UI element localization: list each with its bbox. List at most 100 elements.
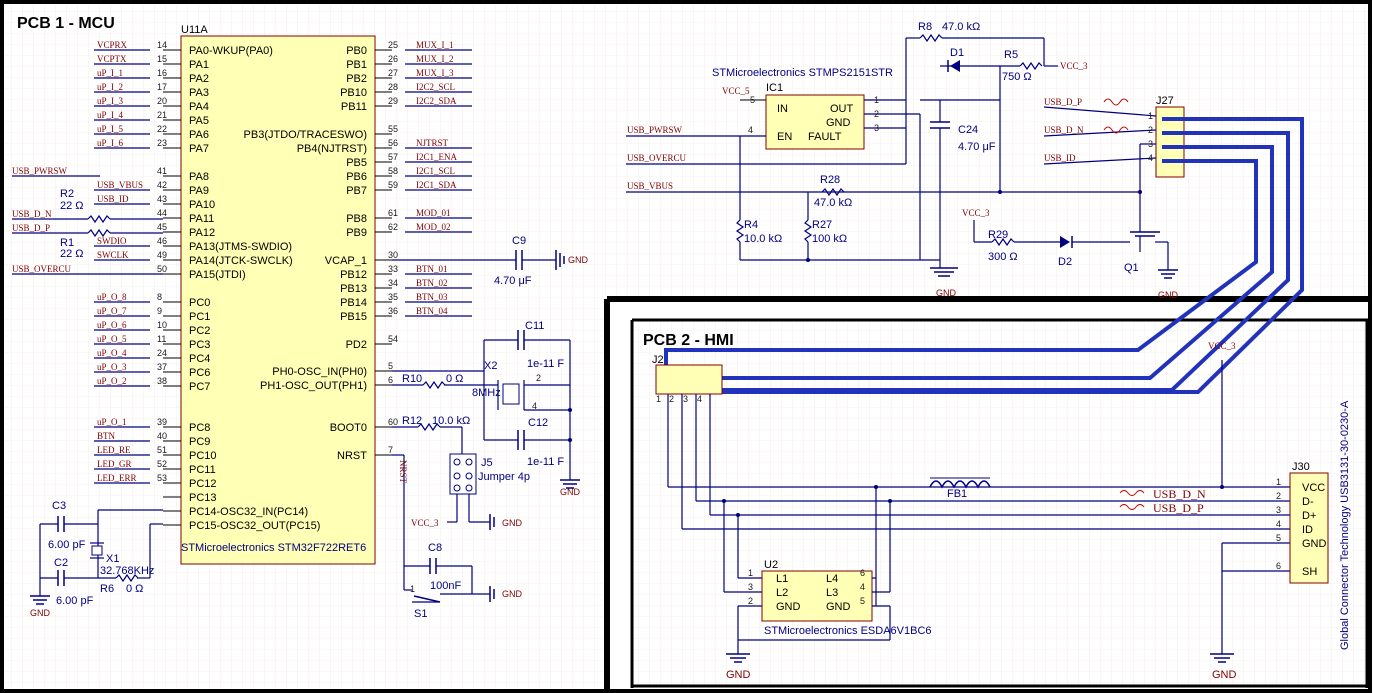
mcu-net-label: LED_RE	[97, 445, 131, 455]
c2-val: 6.00 pF	[56, 595, 94, 607]
mcu-net-label: BTN_04	[416, 306, 448, 316]
mcu-pin-number: 11	[157, 334, 166, 344]
mcu-pin-name: PB4(NJTRST)	[297, 143, 367, 155]
j2-pin-4: 4	[697, 394, 702, 404]
mcu-pin-number: 60	[388, 417, 398, 427]
j30-pin-number: 4	[1276, 519, 1281, 529]
ic1-pin-5: 5	[750, 95, 755, 105]
mcu-net-label: uP_I_6	[97, 138, 124, 148]
mcu-pin-number: 29	[388, 96, 398, 106]
ic1-ref: IC1	[766, 82, 783, 94]
mcu-net-label: uP_O_4	[97, 348, 127, 358]
u2-pin-number: 5	[860, 596, 865, 606]
mcu-pin-number: 22	[157, 124, 167, 134]
mcu-pin-number: 25	[388, 40, 398, 50]
mcu-pin-number: 5	[388, 361, 393, 371]
r27-ref: R27	[812, 219, 832, 231]
mcu-pin-name: PB2	[346, 73, 367, 85]
mcu-pin-name: BOOT0	[330, 422, 367, 434]
mcu-pin-number: 21	[157, 110, 167, 120]
u2-pin-name: L3	[826, 587, 838, 599]
mcu-net-label: uP_O_5	[97, 334, 127, 344]
j30-pin-number: 2	[1276, 491, 1281, 501]
mcu-net-label: BTN_03	[416, 292, 448, 302]
c8-ref: C8	[428, 542, 442, 554]
r6-ref: R6	[100, 583, 114, 595]
mcu-pin-number: 10	[157, 320, 167, 330]
d1-ref: D1	[950, 47, 964, 59]
mcu-net-label: I2C2_SDA	[416, 96, 457, 106]
mcu-pin-number: 34	[388, 278, 398, 288]
u2-pin-number: 6	[860, 568, 865, 578]
net-vcc3-j5: VCC_3	[411, 518, 439, 528]
j30-pin-number: 6	[1276, 561, 1281, 571]
ic1-pin-4: 4	[748, 125, 753, 135]
x1-val: 32.768KHz	[100, 565, 154, 577]
mcu-pin-number: 40	[157, 431, 167, 441]
j30-body	[1289, 472, 1329, 584]
u2-body	[761, 570, 873, 622]
j30-pin-name: D+	[1302, 510, 1316, 522]
mcu-pin-name: PA8	[189, 171, 209, 183]
mcu-pin-number: 50	[157, 264, 167, 274]
mcu-ref: U11A	[181, 24, 208, 36]
j5-ref: J5	[481, 457, 493, 469]
c12-val: 1e-11 F	[527, 456, 564, 468]
net-hmi-usb-d-p: USB_D_P	[1153, 501, 1204, 515]
mcu-pin-number: 46	[157, 236, 167, 246]
r1-ref: R1	[60, 237, 74, 249]
mcu-pin-name: NRST	[337, 450, 367, 462]
gnd-q1: GND	[1158, 290, 1179, 300]
c12-ref: C12	[528, 417, 548, 429]
c2-ref: C2	[54, 557, 68, 569]
mcu-pin-number: 7	[388, 445, 393, 455]
mcu-pin-number: 17	[157, 82, 167, 92]
x2-pin-4: 4	[532, 401, 537, 411]
r12-val: 10.0 kΩ	[432, 415, 470, 427]
mcu-pin-number: 55	[388, 124, 398, 134]
mcu-pin-number: 27	[388, 68, 398, 78]
mcu-pin-name: PC15-OSC32_OUT(PC15)	[189, 520, 320, 532]
d2-ref: D2	[1058, 256, 1072, 268]
mcu-pin-name: PC6	[189, 367, 210, 379]
u2-pin-number: 1	[748, 568, 753, 578]
hmi-circuit: J2 1 2 3 4 VCC_3 FB1 USB_D_N USB_D_P GND…	[652, 341, 1351, 681]
gnd-c9: GND	[568, 255, 589, 265]
r5-ref: R5	[1004, 49, 1018, 61]
mcu-pin-name: PA9	[189, 185, 209, 197]
j2-body	[655, 364, 723, 395]
mcu-pin-number: 16	[157, 68, 167, 78]
x2-val: 8MHz	[472, 387, 501, 399]
net-vcc3-hmi: VCC_3	[1208, 341, 1236, 351]
mcu-pin-number: 36	[388, 306, 398, 316]
ic1-gnd: GND	[826, 117, 851, 129]
mcu-pin-name: PA15(JTDI)	[189, 269, 246, 281]
mcu-left-pins: PA0-WKUP(PA0)14VCPRXPA115VCPTXPA216uP_I_…	[94, 40, 320, 532]
mcu-pin-number: 37	[157, 362, 167, 372]
mcu-net-label: uP_I_3	[97, 96, 124, 106]
hse-oscillator: GND C11 1e-11 F X2 8MHz C12 1e-11 F R10 …	[392, 320, 581, 497]
mcu-net-label: BTN	[97, 431, 116, 441]
u2-pin-name: L4	[826, 573, 838, 585]
c3-val: 6.00 pF	[48, 539, 86, 551]
ic1-en: EN	[777, 131, 792, 143]
u2-pin-number: 2	[748, 596, 753, 606]
u2-pin-number: 4	[860, 582, 865, 592]
mcu-pin-name: PB11	[341, 101, 367, 113]
mcu-net-label: uP_O_7	[97, 306, 127, 316]
mcu-pin-name: PB1	[346, 59, 367, 71]
u2-pin-name: L2	[776, 587, 788, 599]
j2-pin-1: 1	[656, 394, 661, 404]
c8-val: 100nF	[430, 580, 461, 592]
mcu-net-label: I2C1_ENA	[416, 152, 457, 162]
mcu-body	[180, 35, 376, 565]
mcu-net-label: uP_O_6	[97, 320, 127, 330]
mcu-net-label: MOD_01	[416, 208, 451, 218]
net-j27-usb-id: USB_ID	[1044, 153, 1076, 163]
mcu-pin-name: PA1	[189, 59, 209, 71]
mcu-net-label: I2C1_SCL	[416, 166, 455, 176]
mcu-pin-number: 56	[388, 138, 398, 148]
mcu-pin-name: PA12	[189, 227, 215, 239]
